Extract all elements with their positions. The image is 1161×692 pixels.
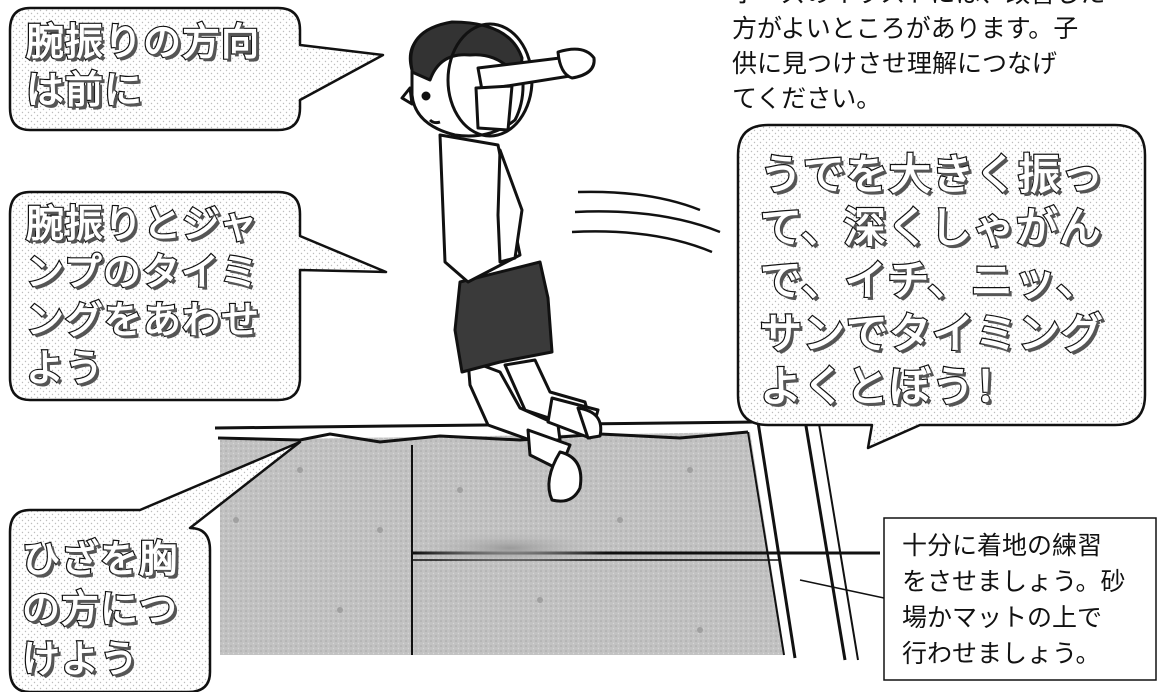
arm-direction-callout: 腕振りの方向 は前に (25, 19, 261, 113)
big-swing-callout: うでを大きく振っ て、深くしゃがん で、イチ、ニッ、 サンでタイミング よくとぼ… (759, 149, 1105, 412)
landing-note: 十分に着地の練習 をさせましょう。砂 場かマットの上で 行わせましょう。 (902, 531, 1126, 668)
bubble-arm-direction (8, 6, 385, 132)
knees-callout: ひざを胸 の方につ けよう (21, 536, 179, 682)
jumping-child (400, 20, 603, 503)
bubble-shapes (8, 6, 1147, 692)
sand-pit (214, 417, 880, 661)
bubble-big-swing (736, 123, 1147, 450)
motion-lines (571, 190, 721, 254)
bubble-timing (8, 190, 388, 402)
teacher-note: ポーズのイラストには、改善した 方がよいところがあります。子 供に見つけさせ理解… (732, 0, 1105, 113)
timing-callout: 腕振りとジャ ンプのタイミ ングをあわせ よう (25, 201, 261, 391)
landing-note-box (799, 517, 1157, 681)
